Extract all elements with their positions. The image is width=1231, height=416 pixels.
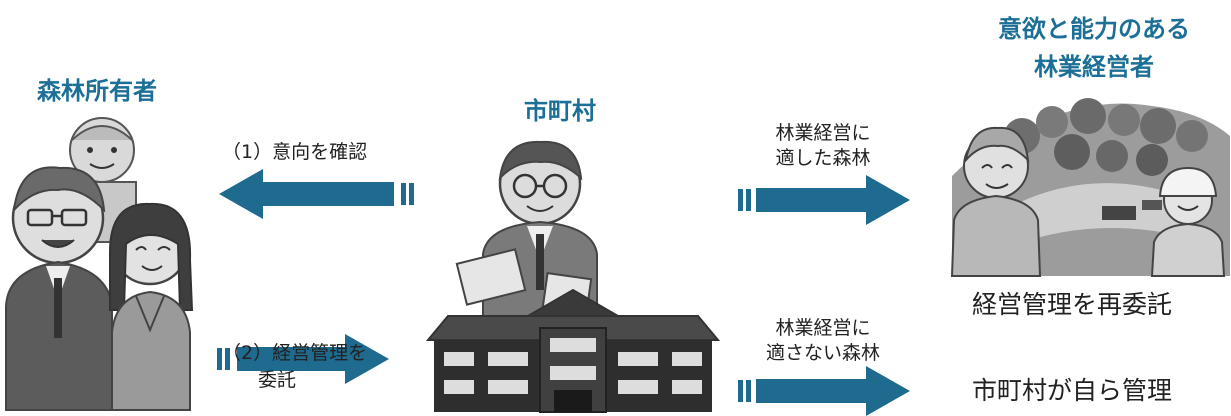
entrust-label-line2: 委託 xyxy=(258,369,297,391)
owners-heading: 森林所有者 xyxy=(37,77,157,105)
unsuitable-arrow xyxy=(738,366,910,416)
entrust-label-line1: （2）経営管理を xyxy=(222,342,368,364)
suitable-label-line1: 林業経営に xyxy=(775,122,871,144)
entrust-arrow xyxy=(217,334,389,384)
forestry-workers-icon xyxy=(950,98,1230,277)
operators-heading-line2: 林業経営者 xyxy=(1034,53,1154,81)
self-manage-label: 市町村が自ら管理 xyxy=(972,376,1173,405)
operators-heading-line1: 意欲と能力のある xyxy=(998,15,1190,43)
suitable-arrow xyxy=(738,175,910,225)
suitable-label-line2: 適した森林 xyxy=(775,147,871,169)
municipal-official-icon xyxy=(455,140,598,331)
confirm-label: （1）意向を確認 xyxy=(222,141,368,163)
confirm-arrow xyxy=(219,169,414,219)
municipality-heading: 市町村 xyxy=(524,97,596,125)
unsuitable-label-line1: 林業経営に xyxy=(775,317,871,339)
unsuitable-label-line2: 適さない森林 xyxy=(765,342,880,364)
forest-owners-icon xyxy=(5,117,194,411)
reentrust-label: 経営管理を再委託 xyxy=(972,290,1173,319)
town-hall-icon xyxy=(425,288,721,413)
